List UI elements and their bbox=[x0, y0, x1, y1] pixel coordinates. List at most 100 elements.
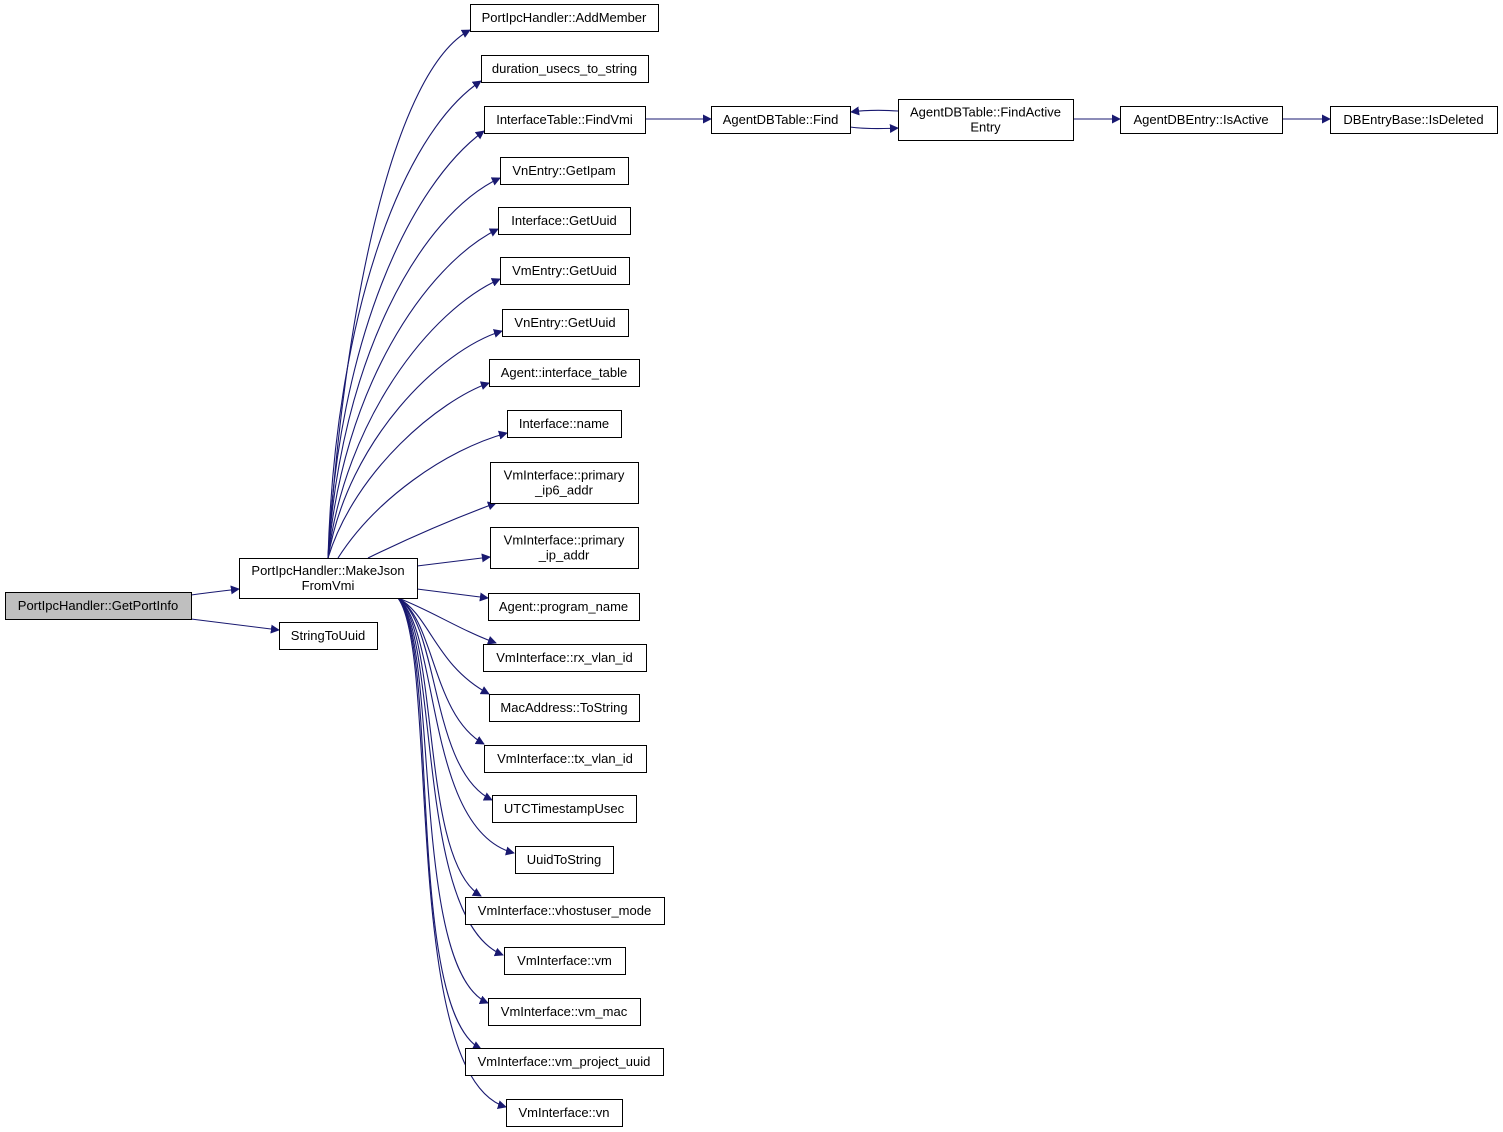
edge-makejson-addmember bbox=[327, 29, 471, 559]
node-box bbox=[488, 593, 640, 621]
node-box bbox=[5, 592, 192, 620]
node-getipam[interactable]: VnEntry::GetIpam bbox=[500, 157, 629, 185]
node-label: PortIpcHandler::GetPortInfo bbox=[18, 598, 178, 613]
node-vmgetuuid[interactable]: VmEntry::GetUuid bbox=[500, 257, 630, 285]
node-box bbox=[498, 207, 631, 235]
node-primaryip6[interactable]: VmInterface::primary_ip6_addr bbox=[490, 462, 639, 504]
node-stringtouuid[interactable]: StringToUuid bbox=[279, 622, 378, 650]
node-box bbox=[507, 410, 622, 438]
node-txvlan[interactable]: VmInterface::tx_vlan_id bbox=[484, 745, 647, 773]
node-label: UuidToString bbox=[527, 852, 601, 867]
node-ifname[interactable]: Interface::name bbox=[507, 410, 622, 438]
node-iftable[interactable]: Agent::interface_table bbox=[489, 359, 640, 387]
node-vmmac[interactable]: VmInterface::vm_mac bbox=[488, 998, 641, 1026]
node-box bbox=[279, 622, 378, 650]
edge-makejson-findvmi bbox=[327, 130, 485, 559]
node-label: VmInterface::tx_vlan_id bbox=[497, 751, 633, 766]
node-box bbox=[500, 257, 630, 285]
node-box bbox=[504, 947, 626, 975]
edge-makejson-primaryip6 bbox=[367, 501, 497, 559]
edge-makejson-ifname bbox=[337, 430, 508, 559]
node-label: Interface::name bbox=[519, 416, 609, 431]
node-vhostuser[interactable]: VmInterface::vhostuser_mode bbox=[465, 897, 665, 925]
node-label: UTCTimestampUsec bbox=[504, 801, 625, 816]
edges bbox=[190, 29, 1331, 1109]
node-box bbox=[239, 558, 418, 599]
node-label: Agent::program_name bbox=[499, 599, 628, 614]
node-label: duration_usecs_to_string bbox=[492, 61, 637, 76]
edge-makejson-vmivm bbox=[397, 597, 504, 957]
node-label: AgentDBTable::Find bbox=[723, 112, 839, 127]
node-dbfind[interactable]: AgentDBTable::Find bbox=[711, 106, 851, 134]
node-label: PortIpcHandler::AddMember bbox=[482, 10, 647, 25]
node-box bbox=[489, 359, 640, 387]
node-box bbox=[500, 157, 629, 185]
node-uuidtostr[interactable]: UuidToString bbox=[515, 846, 614, 874]
edge-makejson-uuidtostr bbox=[397, 597, 515, 856]
node-vmproj[interactable]: VmInterface::vm_project_uuid bbox=[465, 1048, 664, 1076]
node-label: _ip_addr bbox=[538, 548, 590, 563]
node-box bbox=[465, 897, 665, 925]
node-box bbox=[490, 527, 639, 569]
node-label: VmInterface::vn bbox=[518, 1105, 609, 1120]
node-box bbox=[492, 795, 637, 823]
node-box bbox=[488, 998, 641, 1026]
node-box bbox=[506, 1099, 623, 1127]
node-label: VmInterface::primary bbox=[504, 533, 625, 548]
node-primaryip[interactable]: VmInterface::primary_ip_addr bbox=[490, 527, 639, 569]
node-box bbox=[1120, 106, 1283, 134]
node-label: DBEntryBase::IsDeleted bbox=[1343, 112, 1483, 127]
node-label: _ip6_addr bbox=[534, 483, 593, 498]
node-label: AgentDBEntry::IsActive bbox=[1133, 112, 1268, 127]
node-getportinfo[interactable]: PortIpcHandler::GetPortInfo bbox=[5, 592, 192, 620]
node-label: Entry bbox=[970, 120, 1001, 135]
node-box bbox=[711, 106, 851, 134]
edge-makejson-programname bbox=[416, 588, 489, 602]
edge-makejson-macstr bbox=[397, 597, 490, 695]
node-isactive[interactable]: AgentDBEntry::IsActive bbox=[1120, 106, 1283, 134]
edge-makejson-txvlan bbox=[397, 597, 485, 745]
node-findvmi[interactable]: InterfaceTable::FindVmi bbox=[484, 106, 646, 134]
edge-getportinfo-makejson bbox=[190, 585, 240, 596]
node-label: FromVmi bbox=[302, 578, 355, 593]
node-box bbox=[490, 462, 639, 504]
edge-makejson-vmgetuuid bbox=[327, 278, 501, 559]
node-vngetuuid[interactable]: VnEntry::GetUuid bbox=[502, 309, 629, 337]
node-label: VmEntry::GetUuid bbox=[512, 263, 617, 278]
node-utcts[interactable]: UTCTimestampUsec bbox=[492, 795, 637, 823]
node-vmivn[interactable]: VmInterface::vn bbox=[506, 1099, 623, 1127]
node-isdeleted[interactable]: DBEntryBase::IsDeleted bbox=[1330, 106, 1498, 134]
node-programname[interactable]: Agent::program_name bbox=[488, 593, 640, 621]
edge-makejson-utcts bbox=[397, 597, 493, 801]
node-box bbox=[515, 846, 614, 874]
edge-dbfind-findactive bbox=[849, 123, 899, 133]
edge-makejson-getipam bbox=[327, 177, 501, 559]
node-duration[interactable]: duration_usecs_to_string bbox=[481, 55, 649, 83]
node-label: StringToUuid bbox=[291, 628, 365, 643]
node-rxvlan[interactable]: VmInterface::rx_vlan_id bbox=[483, 644, 647, 672]
node-ifgetuuid[interactable]: Interface::GetUuid bbox=[498, 207, 631, 235]
node-box bbox=[484, 745, 647, 773]
node-box bbox=[483, 644, 647, 672]
node-label: VmInterface::primary bbox=[504, 468, 625, 483]
node-box bbox=[898, 99, 1074, 141]
edge-makejson-vhostuser bbox=[397, 597, 482, 897]
node-box bbox=[1330, 106, 1498, 134]
edge-makejson-vmproj bbox=[397, 597, 482, 1050]
edge-makejson-vngetuuid bbox=[327, 329, 503, 559]
node-label: VmInterface::vhostuser_mode bbox=[478, 903, 651, 918]
node-label: VmInterface::vm_mac bbox=[501, 1004, 628, 1019]
node-box bbox=[481, 55, 649, 83]
node-box bbox=[465, 1048, 664, 1076]
node-label: VmInterface::rx_vlan_id bbox=[496, 650, 633, 665]
node-macstr[interactable]: MacAddress::ToString bbox=[489, 694, 640, 722]
node-label: VnEntry::GetUuid bbox=[514, 315, 615, 330]
node-label: AgentDBTable::FindActive bbox=[910, 105, 1061, 120]
node-vmivm[interactable]: VmInterface::vm bbox=[504, 947, 626, 975]
node-label: VmInterface::vm_project_uuid bbox=[478, 1054, 651, 1069]
node-box bbox=[470, 4, 659, 32]
node-label: VnEntry::GetIpam bbox=[512, 163, 615, 178]
node-addmember[interactable]: PortIpcHandler::AddMember bbox=[470, 4, 659, 32]
